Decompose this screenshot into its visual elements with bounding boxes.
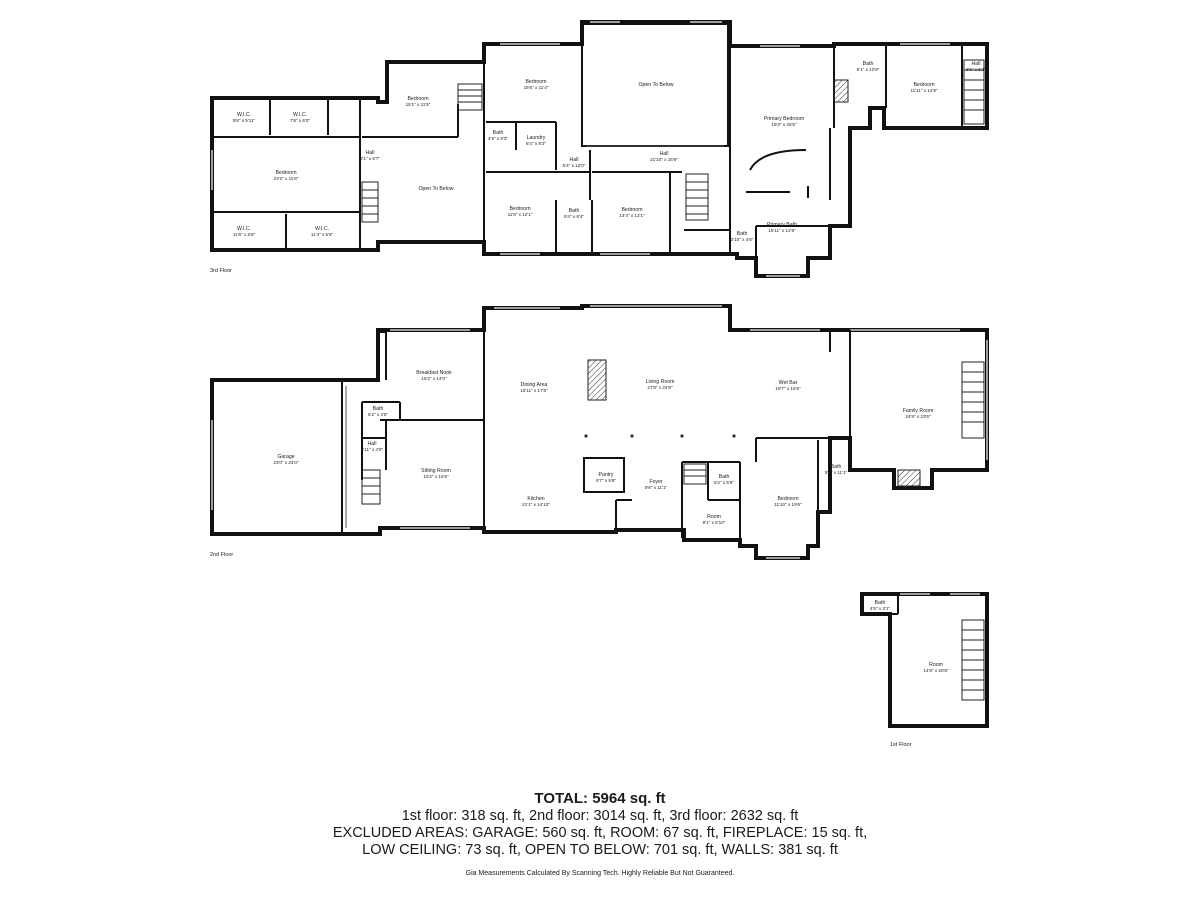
excluded-areas: EXCLUDED AREAS: GARAGE: 560 sq. ft, ROOM… [332,825,868,841]
room-dimension: 15'6" x 11'4" [524,85,549,90]
floor-label: 3rd Floor [210,268,232,274]
room-label: Open To Below [638,82,673,88]
room-dimension: 21'1" x 14'10" [522,502,550,507]
room-label: Primary Bath [767,222,797,228]
room-label: Bath [831,464,842,470]
room-dimension: 3'11" x 4'8" [361,447,384,452]
room-dimension: 19'7" x 16'8" [775,386,801,391]
room-dimension: 15'2" x 16'8" [423,474,449,479]
second-floor-plan: Breakfast Nook 15'2" x 14'0" Dining Area… [210,304,989,560]
third-floor-plan: W.I.C. 9'8" x 5'11" W.I.C. 7'8" x 6'0" B… [210,20,989,278]
room-label: Bath [569,208,580,214]
floor-areas: 1st floor: 318 sq. ft, 2nd floor: 3014 s… [401,808,799,824]
room-dimension: 21'10" x 16'9" [650,157,678,162]
room-label: Hall [368,441,377,447]
room-dimension: 11'6" x 12'1" [508,212,533,217]
room-dimension: 15'11" x 12'9" [768,228,796,233]
room-dimension: 6'2" x 4'5" [368,412,388,417]
disclaimer: Gia Measurements Calculated By Scanning … [465,870,735,877]
excluded-areas-continued: LOW CEILING: 73 sq. ft, OPEN TO BELOW: 7… [362,842,838,858]
room-label: Bath [863,61,874,67]
room-dimension: 5'0" x 11'1" [825,470,848,475]
room-dimension: 15'1" x 11'5" [406,102,431,107]
room-dimension: 27'8" x 24'8" [647,385,673,390]
room-dimension: 3'6" x 5'1" [966,67,986,72]
room-label: Garage [277,454,294,460]
room-dimension: 2'10" x 4'6" [731,237,754,242]
room-dimension: 5'2" x 5'8" [714,480,734,485]
room-dimension: 19'3" x 25'5" [771,122,797,127]
room-dimension: 15'2" x 14'0" [421,376,447,381]
room-dimension: 9'8" x 11'1" [645,485,668,490]
room-dimension: 9'8" x 5'11" [233,118,256,123]
room-dimension: 3'1" x 6'7" [360,156,380,161]
room-label: W.I.C. [237,112,251,118]
room-dimension: 7'8" x 6'0" [290,118,310,123]
room-label: Sitting Room [421,468,451,474]
room-label: Hall [366,150,375,156]
room-dimension: 5'4" x 12'0" [563,163,586,168]
room-label: Room [707,514,721,520]
room-label: W.I.C. [293,112,307,118]
room-label: Kitchen [527,496,544,502]
room-label: Living Room [646,379,675,385]
room-label: W.I.C. [237,226,251,232]
room-dimension: 24'9" x 23'6" [905,414,931,419]
room-label: Family Room [903,408,934,414]
room-label: Bath [719,474,730,480]
room-dimension: 4'9" x 8'3" [488,136,508,141]
room-label: Foyer [649,479,663,485]
room-label: Bedroom [407,96,428,102]
room-dimension: 5'4" x 8'4" [564,214,584,219]
room-dimension: 14'4" x 12'1" [619,213,645,218]
area-summary: TOTAL: 5964 sq. ft 1st floor: 318 sq. ft… [0,790,1200,877]
room-label: Bedroom [777,496,798,502]
room-label: Bath [373,406,384,412]
room-label: W.I.C. [315,226,329,232]
room-label: Hall [660,151,669,157]
room-dimension: 23'2" x 11'8" [274,176,299,181]
room-label: Bedroom [275,170,296,176]
room-label: Primary Bedroom [764,116,804,122]
room-dimension: 8'1" x 12'9" [857,67,880,72]
room-label: Bath [737,231,748,237]
room-dimension: 23'0" x 24'0" [273,460,299,465]
room-label: Breakfast Nook [416,370,452,376]
room-dimension: 11'11" x 12'9" [910,88,937,93]
room-dimension: 11'10" x 19'6" [774,502,802,507]
room-dimension: 15'11" x 17'6" [520,388,548,393]
room-label: Open To Below [418,186,453,192]
room-dimension: 4'5" x 3'1" [870,606,890,611]
room-label: Dining Area [521,382,548,388]
room-label: Bedroom [913,82,934,88]
first-floor-plan: Bath 4'5" x 3'1" Room 14'8" x 20'8" 1st … [860,592,989,748]
room-label: Wet Bar [779,380,798,386]
room-dimension: 11'6" x 5'8" [233,232,256,237]
room-dimension: 5'7" x 5'8" [596,478,616,483]
room-label: Bath [493,130,504,136]
room-label: Bedroom [509,206,530,212]
room-dimension: 9'1" x 8'10" [703,520,726,525]
room-label: Hall [570,157,579,163]
room-label: Room [929,662,943,668]
floor-label: 2nd Floor [210,552,233,558]
room-dimension: 8'4" x 8'3" [526,141,546,146]
room-label: Pantry [599,472,614,478]
room-dimension: 11'4" x 5'8" [311,232,334,237]
floor-label: 1st Floor [890,742,912,748]
room-dimension: 14'8" x 20'8" [923,668,949,673]
total-area: TOTAL: 5964 sq. ft [534,790,666,807]
room-label: Bedroom [621,207,642,213]
room-label: Bedroom [525,79,546,85]
room-label: Laundry [527,135,546,141]
room-label: Hall [972,61,981,67]
room-label: Bath [875,600,886,606]
